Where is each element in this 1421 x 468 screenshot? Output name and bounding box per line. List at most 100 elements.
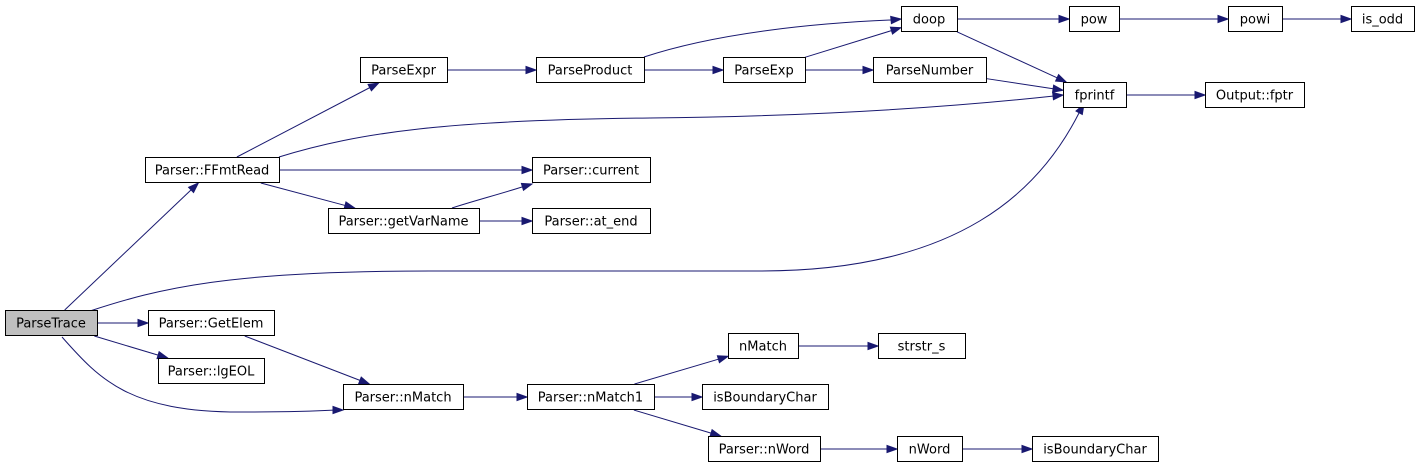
call-nodes: ParseTrace Parser::FFmtReadParser::GetEle… [5, 6, 1415, 462]
edge-nword-to-isboundary2 [962, 444, 1034, 454]
node-label: ParseExp [734, 64, 794, 79]
node-parseexp[interactable]: ParseExp [723, 57, 806, 83]
node-box [1228, 6, 1283, 32]
node-label: strstr_s [898, 340, 946, 355]
node-ffmtread[interactable]: Parser::FFmtRead [145, 157, 280, 183]
node-label: ParseExpr [371, 64, 436, 79]
node-getvarname[interactable]: Parser::getVarName [328, 208, 480, 234]
edge-nmatch1-to-nmatch [634, 355, 730, 385]
node-label: Output::fptr [1216, 89, 1294, 104]
node-box [873, 57, 987, 83]
edge-ffmtread-to-current [279, 165, 534, 175]
node-pow[interactable]: pow [1069, 6, 1120, 32]
edge-doop-to-fprintf [956, 31, 1068, 83]
edge-powi-to-isodd [1282, 14, 1353, 24]
node-label: Parser::FFmtRead [155, 164, 270, 179]
edge-getelem-to-nmatch_p [244, 335, 371, 385]
edge-nmatch1-to-isboundary1 [654, 392, 704, 402]
node-isboundary2[interactable]: isBoundaryChar [1032, 436, 1159, 462]
node-label: nMatch [739, 340, 787, 355]
node-nword[interactable]: nWord [897, 436, 963, 462]
edge-pow-to-powi [1119, 14, 1230, 24]
node-parsenumber[interactable]: ParseNumber [873, 57, 987, 83]
node-strstrs[interactable]: strstr_s [878, 333, 966, 359]
edge-parseproduct-to-doop [643, 15, 903, 58]
node-label: fprintf [1075, 89, 1115, 104]
node-label: pow [1081, 13, 1108, 28]
node-box [148, 310, 275, 336]
node-getelem[interactable]: Parser::GetElem [148, 310, 275, 336]
node-label: ParseProduct [548, 64, 633, 79]
edge-nmatch-to-strstrs [798, 341, 880, 351]
node-powi[interactable]: powi [1228, 6, 1283, 32]
edge-ffmtread-to-fprintf [278, 91, 1065, 158]
node-label: isBoundaryChar [1043, 443, 1147, 458]
edge-getvarname-to-current [451, 182, 534, 209]
node-box [328, 208, 480, 234]
node-label: powi [1240, 13, 1270, 28]
node-box [702, 384, 829, 410]
node-label: Parser::getVarName [338, 215, 468, 230]
node-box [532, 157, 651, 183]
edge-parseexp-to-parsenumber [805, 65, 875, 75]
edge-ffmtread-to-getvarname [260, 182, 357, 210]
node-label: doop [913, 13, 945, 28]
node-label: isBoundaryChar [713, 391, 817, 406]
node-box [1063, 82, 1127, 108]
node-nmatch[interactable]: nMatch [728, 333, 799, 359]
node-label: Parser::nMatch1 [538, 391, 643, 406]
edge-parsetrace-to-nmatch_p [61, 336, 345, 415]
edge-getvarname-to-atend [479, 216, 534, 226]
edge-parseexpr-to-parseproduct [447, 65, 538, 75]
edge-parsetrace-to-fprintf [89, 102, 1085, 312]
node-nword_p[interactable]: Parser::nWord [708, 436, 821, 462]
node-current[interactable]: Parser::current [532, 157, 651, 183]
node-box [878, 333, 966, 359]
edge-parseproduct-to-parseexp [644, 65, 725, 75]
node-box [1032, 436, 1159, 462]
node-box [536, 57, 645, 83]
edge-parsetrace-to-getelem [97, 318, 150, 328]
node-atend[interactable]: Parser::at_end [532, 208, 651, 234]
node-box [360, 57, 448, 83]
edge-parsetrace-to-lgeol [94, 335, 170, 360]
node-label: Parser::nWord [719, 443, 810, 458]
edge-ffmtread-to-parseexpr [236, 82, 380, 158]
node-label: ParseTrace [16, 317, 86, 332]
node-label: Parser::nMatch [354, 391, 451, 406]
node-outputfptr[interactable]: Output::fptr [1205, 82, 1305, 108]
node-box [1205, 82, 1305, 108]
node-parseexpr[interactable]: ParseExpr [360, 57, 448, 83]
node-box [1069, 6, 1120, 32]
node-isodd[interactable]: is_odd [1351, 6, 1415, 32]
node-parsetrace[interactable]: ParseTrace [5, 310, 98, 336]
node-label: Parser::at_end [544, 215, 637, 230]
node-doop[interactable]: doop [901, 6, 958, 32]
node-nmatch1[interactable]: Parser::nMatch1 [527, 384, 655, 410]
node-box [158, 358, 265, 384]
node-box [532, 208, 651, 234]
node-label: ParseNumber [886, 64, 974, 79]
node-lgeol[interactable]: Parser::lgEOL [158, 358, 265, 384]
node-label: Parser::GetElem [159, 317, 264, 332]
edge-parsetrace-to-ffmtread [64, 181, 200, 311]
node-box [897, 436, 963, 462]
node-parseproduct[interactable]: ParseProduct [536, 57, 645, 83]
node-box [145, 157, 280, 183]
node-box [901, 6, 958, 32]
node-label: nWord [909, 443, 951, 458]
node-isboundary1[interactable]: isBoundaryChar [702, 384, 829, 410]
edge-parsenumber-to-fprintf [985, 78, 1065, 93]
node-box [708, 436, 821, 462]
edge-nmatch_p-to-nmatch1 [463, 392, 529, 402]
edge-nword_p-to-nword [820, 444, 899, 454]
node-box [1351, 6, 1415, 32]
node-label: is_odd [1362, 13, 1403, 28]
node-fprintf[interactable]: fprintf [1063, 82, 1127, 108]
node-nmatch_p[interactable]: Parser::nMatch [343, 384, 464, 410]
edge-fprintf-to-outputfptr [1126, 90, 1207, 100]
node-box [5, 310, 98, 336]
node-box [728, 333, 799, 359]
node-label: Parser::lgEOL [168, 365, 256, 380]
